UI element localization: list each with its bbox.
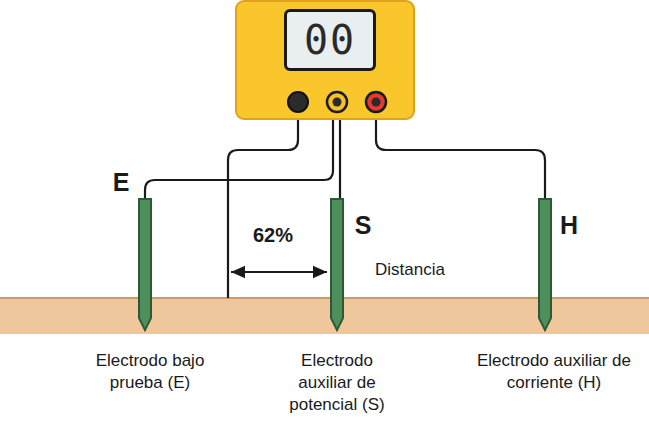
electrodes <box>139 199 551 330</box>
distance-label: Distancia <box>355 259 465 281</box>
distance-percent: 62% <box>238 222 308 248</box>
electrode-caption: Electrodo bajo prueba (E) <box>75 350 225 394</box>
electrode-s <box>331 199 343 330</box>
terminal-yellow <box>327 92 347 112</box>
terminal-red-core <box>372 98 381 107</box>
terminal-black <box>288 92 308 112</box>
meter-display: 00 <box>284 9 376 71</box>
terminal-red <box>366 92 386 112</box>
distance-arrow <box>231 271 327 273</box>
electrode-letter: H <box>554 209 584 242</box>
electrode-caption: Electrodo auxiliar de potencial (S) <box>278 350 396 416</box>
electrode-e <box>139 199 151 330</box>
wires <box>145 112 545 298</box>
electrode-h <box>539 199 551 330</box>
ground-wire <box>228 112 298 298</box>
e-wire <box>145 112 333 200</box>
display-reading: 00 <box>304 17 356 63</box>
meter-body <box>236 1 414 119</box>
electrode-letter: E <box>106 166 136 199</box>
h-wire <box>376 112 545 200</box>
terminal-yellow-core <box>333 98 342 107</box>
s-wire <box>339 112 341 200</box>
electrode-letter: S <box>348 209 378 242</box>
electrode-caption: Electrodo auxiliar de corriente (H) <box>464 350 644 394</box>
